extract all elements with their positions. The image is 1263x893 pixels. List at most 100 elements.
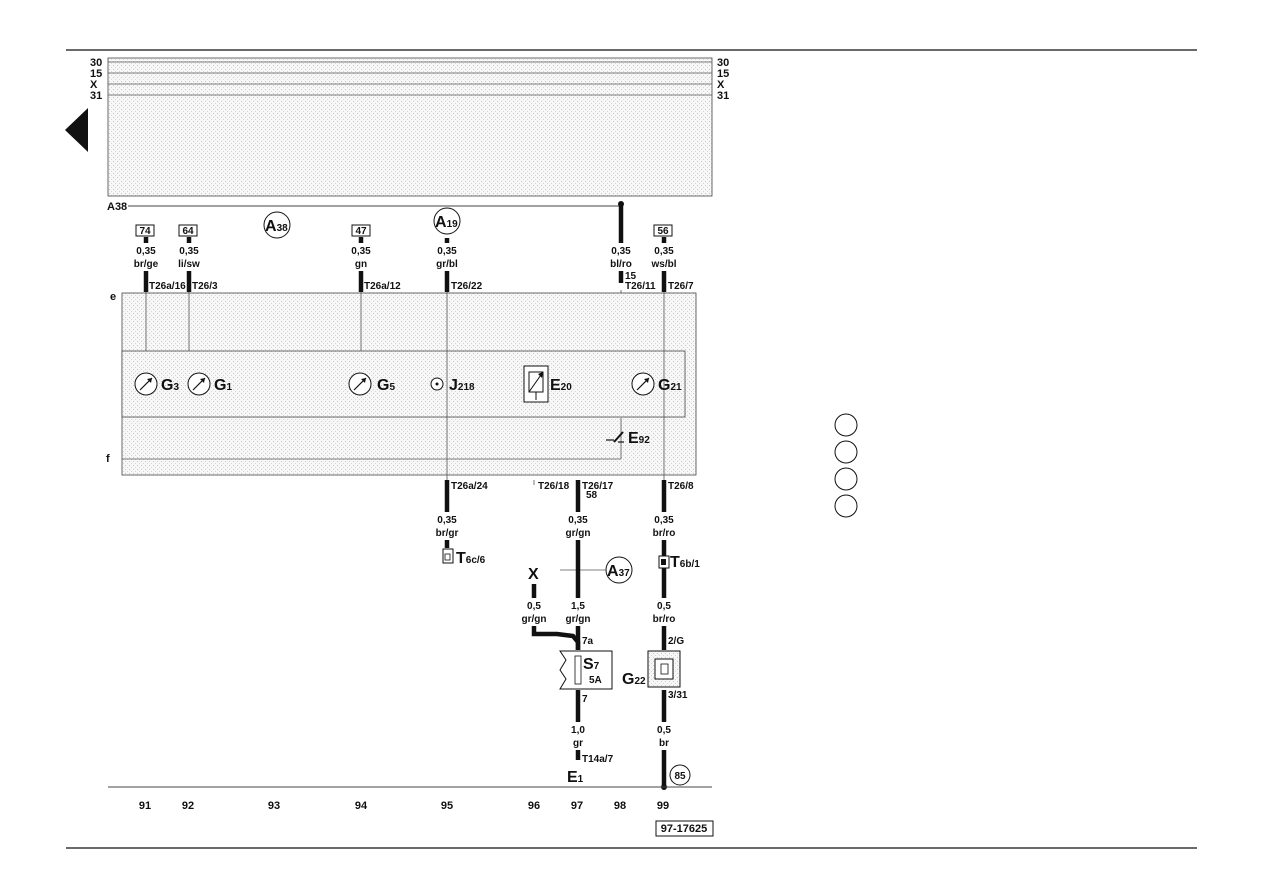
svg-text:58: 58 [586, 490, 598, 501]
gauge-g21: G21 [631, 372, 682, 396]
rail-labels-left: 30 15 X 31 [90, 57, 102, 102]
gauge-g5: G5 [348, 372, 395, 396]
rail-label-31: 31 [90, 90, 102, 102]
svg-text:T26a/12: T26a/12 [364, 281, 401, 292]
ref-box-64: 64 [178, 224, 198, 237]
svg-text:E92: E92 [628, 430, 650, 447]
rail-label-31-right: 31 [717, 90, 729, 102]
svg-text:gr/gn: gr/gn [566, 614, 591, 625]
gauge-g1: G1 [187, 372, 232, 396]
svg-text:0,35: 0,35 [437, 515, 457, 526]
svg-text:56: 56 [657, 226, 669, 237]
svg-text:7: 7 [582, 694, 588, 705]
svg-text:T26/8: T26/8 [668, 481, 694, 492]
a38-junction-dot [618, 201, 624, 207]
svg-text:gn: gn [355, 259, 367, 270]
ref-box-47: 47 [351, 224, 371, 237]
svg-text:gr: gr [573, 738, 583, 749]
wire-labels-upper: 0,35 br/ge 0,35 li/sw 0,35 gn 0,35 gr/bl… [134, 246, 677, 270]
svg-text:1,0: 1,0 [571, 725, 585, 736]
svg-text:94: 94 [355, 800, 368, 812]
svg-text:A37: A37 [607, 563, 630, 580]
ref-box-74: 74 [135, 224, 155, 237]
rail-label-15: 15 [90, 68, 102, 80]
svg-text:0,35: 0,35 [136, 246, 156, 257]
svg-text:74: 74 [139, 226, 151, 237]
svg-text:G21: G21 [658, 377, 682, 394]
upper-panel [107, 57, 713, 197]
svg-text:0,35: 0,35 [611, 246, 631, 257]
svg-text:92: 92 [182, 800, 194, 812]
switch-e92: E92 [606, 430, 650, 447]
svg-text:li/sw: li/sw [178, 259, 200, 270]
svg-text:95: 95 [441, 800, 453, 812]
svg-text:98: 98 [614, 800, 626, 812]
instrument-cluster-strip [121, 350, 686, 418]
circle-a19: A19 [433, 207, 461, 235]
svg-text:br/ro: br/ro [653, 528, 676, 539]
rail-label-x: X [90, 79, 98, 91]
supply-rails [108, 61, 712, 96]
terminal-e-label: e [110, 291, 116, 303]
svg-text:T6c/6: T6c/6 [456, 550, 486, 567]
svg-text:G3: G3 [161, 377, 179, 394]
svg-text:97-17625: 97-17625 [661, 823, 708, 835]
svg-text:2/G: 2/G [668, 636, 684, 647]
diagram-number: 97-17625 [655, 820, 714, 837]
svg-text:G22: G22 [622, 671, 646, 688]
svg-text:E20: E20 [550, 377, 572, 394]
svg-text:7a: 7a [582, 636, 594, 647]
rail-label-x-right: X [717, 79, 725, 91]
svg-text:0,35: 0,35 [437, 246, 457, 257]
svg-text:99: 99 [657, 800, 669, 812]
svg-text:0,5: 0,5 [657, 601, 671, 612]
svg-text:gr/bl: gr/bl [436, 259, 458, 270]
switch-e1-label: E1 [567, 769, 584, 786]
svg-text:bl/ro: bl/ro [610, 259, 632, 270]
terminal-f-label: f [106, 453, 110, 465]
svg-text:97: 97 [571, 800, 583, 812]
circle-85: 85 [669, 764, 691, 786]
svg-text:T26/11: T26/11 [625, 281, 656, 292]
gauge-g3: G3 [134, 372, 179, 396]
circle-a38: A38 [263, 211, 291, 239]
ref-box-56: 56 [653, 224, 673, 237]
speed-sender-g22: G22 [622, 650, 681, 688]
svg-text:47: 47 [355, 226, 367, 237]
svg-text:gr/gn: gr/gn [566, 528, 591, 539]
column-numbers: 91 92 93 94 95 96 97 98 99 [139, 800, 669, 812]
cluster-internal-lines [145, 290, 665, 480]
svg-text:93: 93 [268, 800, 280, 812]
svg-text:T26/3: T26/3 [192, 281, 218, 292]
control-unit-j218: J218 [430, 377, 475, 394]
svg-text:G5: G5 [377, 377, 395, 394]
svg-text:3/31: 3/31 [668, 690, 688, 701]
a38-line-label: A38 [107, 201, 127, 213]
svg-text:J218: J218 [449, 377, 475, 394]
svg-text:64: 64 [182, 226, 194, 237]
wire-labels-lower: 0,35 br/gr 0,35 gr/gn 0,35 br/ro 0,5 gr/… [436, 515, 676, 749]
wire-segments [143, 204, 667, 787]
svg-text:T26/7: T26/7 [668, 281, 694, 292]
rail-label-30: 30 [90, 57, 102, 69]
svg-text:1,5: 1,5 [571, 601, 585, 612]
svg-text:br/ge: br/ge [134, 259, 159, 270]
svg-text:0,35: 0,35 [654, 515, 674, 526]
svg-text:0,35: 0,35 [351, 246, 371, 257]
triangle-left-icon[interactable] [65, 108, 88, 152]
svg-text:T26/22: T26/22 [451, 281, 483, 292]
terminal-x-label: X [528, 566, 539, 583]
svg-text:0,35: 0,35 [568, 515, 588, 526]
svg-text:gr/gn: gr/gn [522, 614, 547, 625]
svg-text:A38: A38 [265, 218, 288, 235]
svg-text:91: 91 [139, 800, 151, 812]
svg-text:br/ro: br/ro [653, 614, 676, 625]
svg-text:T14a/7: T14a/7 [582, 754, 614, 765]
svg-text:A19: A19 [435, 214, 458, 231]
svg-text:br: br [659, 738, 669, 749]
fuse-s7: S7 5A [559, 650, 613, 690]
svg-text:0,5: 0,5 [527, 601, 541, 612]
svg-text:0,35: 0,35 [654, 246, 674, 257]
svg-text:5A: 5A [589, 675, 602, 686]
